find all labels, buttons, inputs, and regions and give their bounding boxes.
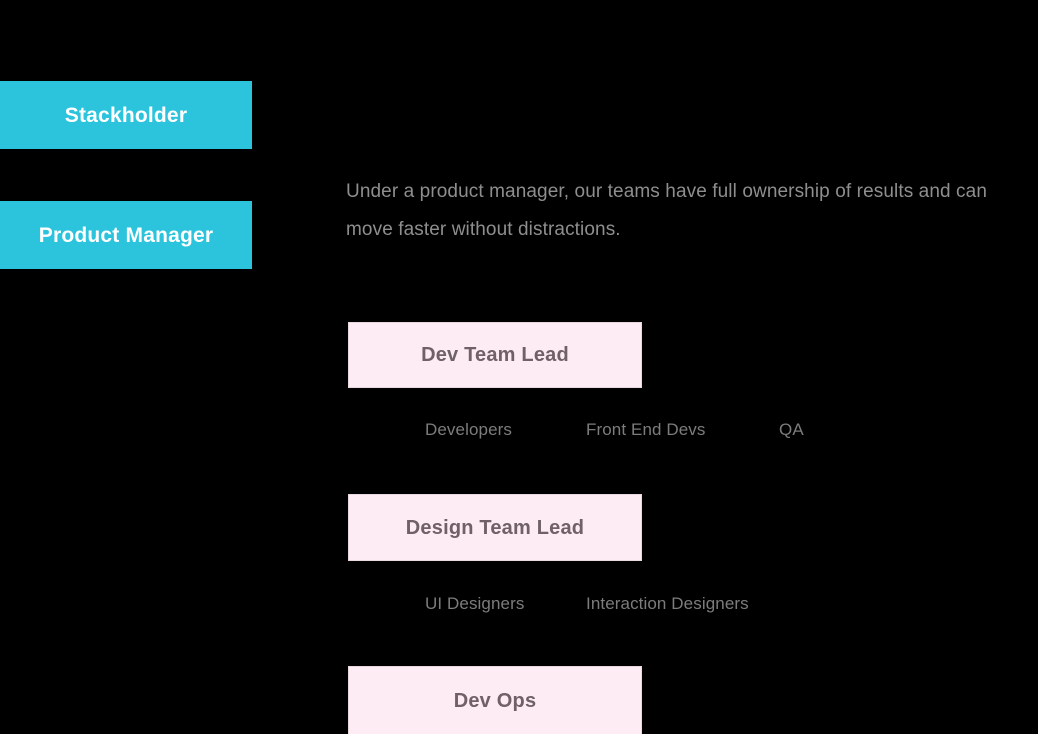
team-box-label: Dev Team Lead — [421, 344, 569, 366]
team-box-design-team-lead[interactable]: Design Team Lead — [348, 494, 642, 561]
subrole-label-qa: QA — [779, 420, 804, 439]
subrole-label-front-end-devs: Front End Devs — [586, 420, 706, 439]
subrole-row-design: UI Designers Interaction Designers — [0, 591, 1038, 617]
description-paragraph: Under a product manager, our teams have … — [346, 181, 987, 240]
team-box-label: Dev Ops — [453, 689, 537, 712]
role-box-label: Stackholder — [64, 103, 188, 127]
subrole-label-interaction-designers: Interaction Designers — [586, 594, 749, 613]
team-box-dev-team-lead[interactable]: Dev Team Lead — [348, 322, 642, 388]
role-box-stackholder[interactable]: Stackholder — [0, 81, 252, 149]
team-box-label: Design Team Lead — [405, 516, 585, 539]
role-box-label: Product Manager — [38, 223, 214, 247]
team-box-dev-ops[interactable]: Dev Ops — [348, 666, 642, 734]
role-box-product-manager[interactable]: Product Manager — [0, 201, 252, 269]
subrole-row-dev: Developers Front End Devs QA — [0, 417, 1038, 443]
subrole-label-developers: Developers — [425, 420, 512, 439]
subrole-label-ui-designers: UI Designers — [425, 594, 525, 613]
